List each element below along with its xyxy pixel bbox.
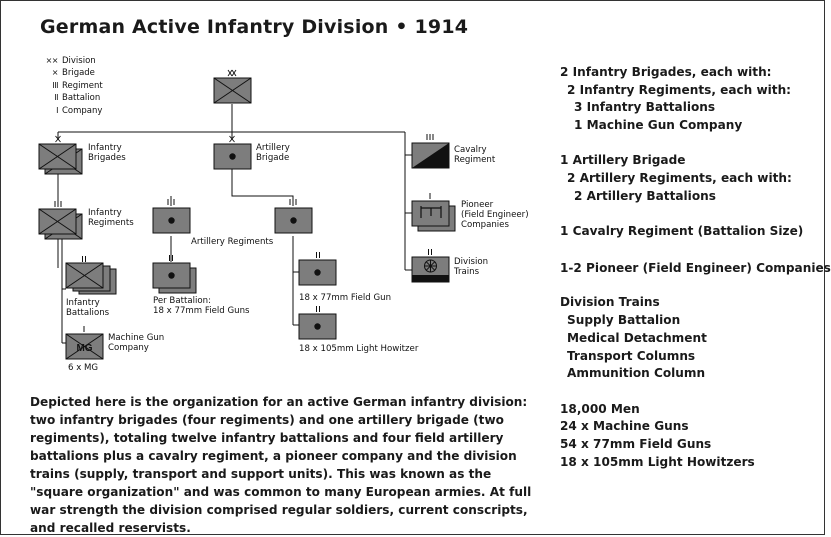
pioneer-label: Pioneer (Field Engineer) Companies	[461, 200, 529, 231]
summary-line: 54 x 77mm Field Guns	[560, 437, 712, 451]
field-gun-battalion-unit	[298, 251, 337, 286]
cavalry-label: Cavalry Regiment	[454, 145, 496, 166]
summary-line: Ammunition Column	[567, 366, 706, 380]
regiment-echelon-icon: III	[52, 80, 58, 90]
cavalry-regiment-unit	[411, 133, 450, 169]
battalion-echelon-icon: II	[54, 93, 58, 103]
infantry-battalions-unit	[65, 255, 117, 295]
summary-line: 2 Infantry Regiments, each with:	[567, 83, 792, 97]
trains-label: Division Trains	[454, 257, 489, 278]
mg-count-label: 6 x MG	[68, 363, 99, 373]
field-gun-label: 18 x 77mm Field Gun	[299, 293, 392, 303]
artillery-dot-icon	[168, 217, 175, 224]
summary-line: 1 Cavalry Regiment (Battalion Size)	[560, 224, 804, 238]
infantry-battalions-label: Infantry Battalions	[66, 298, 110, 319]
infantry-brigades-label: Infantry Brigades	[88, 143, 126, 163]
mg-company-unit: MG	[65, 325, 104, 360]
summary-line: 24 x Machine Guns	[560, 419, 689, 433]
artillery-dot-icon	[168, 272, 175, 279]
summary-line: Medical Detachment	[567, 331, 707, 345]
description-text: Depicted here is the organization for an…	[30, 395, 532, 535]
summary-line: 2 Artillery Battalions	[574, 189, 716, 203]
howitzer-battalion-unit	[298, 305, 337, 340]
pioneer-companies-unit	[411, 192, 456, 232]
summary-line: 1 Artillery Brigade	[560, 153, 686, 167]
per-battalion-label: Per Battalion: 18 x 77mm Field Guns	[153, 296, 250, 317]
mg-symbol: MG	[76, 343, 92, 354]
legend-division: ××Division	[36, 55, 103, 67]
summary-line: 18 x 105mm Light Howitzers	[560, 455, 755, 469]
summary-line: 3 Infantry Battalions	[574, 100, 716, 114]
artillery-regiment-right-unit	[274, 198, 313, 234]
bridge-icon	[420, 206, 442, 218]
artillery-dot-icon	[314, 269, 321, 276]
mg-company-label: Machine Gun Company	[108, 333, 165, 354]
division-trains-unit	[411, 248, 450, 283]
summary-line: 1-2 Pioneer (Field Engineer) Companies	[560, 261, 831, 275]
summary-line: 1 Machine Gun Company	[574, 118, 743, 132]
summary-line: 18,000 Men	[560, 402, 640, 416]
connector-lines	[57, 104, 412, 344]
summary-line: 2 Infantry Brigades, each with:	[560, 65, 772, 79]
artillery-regiment-left-unit	[152, 198, 191, 234]
lbl-line: Infantry Brigades	[88, 143, 126, 164]
artillery-dot-icon	[229, 153, 236, 160]
summary-line: Transport Columns	[567, 349, 696, 363]
howitzer-label: 18 x 105mm Light Howitzer	[299, 344, 419, 354]
artillery-brigade-unit	[213, 135, 252, 170]
infantry-brigades-unit	[38, 135, 83, 175]
artillery-dot-icon	[314, 323, 321, 330]
summary-line: Division Trains	[560, 295, 660, 309]
division-echelon-icon: ××	[45, 56, 59, 65]
summary-line: Supply Battalion	[567, 313, 681, 327]
summary-line: 2 Artillery Regiments, each with:	[567, 171, 792, 185]
artillery-dot-icon	[290, 217, 297, 224]
division-unit	[213, 69, 252, 104]
infantry-regiments-label: Infantry Regiments	[88, 208, 134, 229]
legend-brigade: ×Brigade	[36, 67, 103, 79]
cavalry-slash-icon	[412, 143, 449, 168]
artillery-battalions-unit	[152, 254, 197, 294]
infantry-regiments-unit	[38, 200, 83, 240]
artillery-brigade-label: Artillery Brigade	[256, 143, 290, 164]
company-echelon-icon: I	[56, 105, 58, 115]
brigade-echelon-icon: ×	[51, 68, 59, 78]
page-title: German Active Infantry Division • 1914	[40, 16, 469, 38]
artillery-regiments-label: Artillery Regiments	[191, 237, 274, 247]
